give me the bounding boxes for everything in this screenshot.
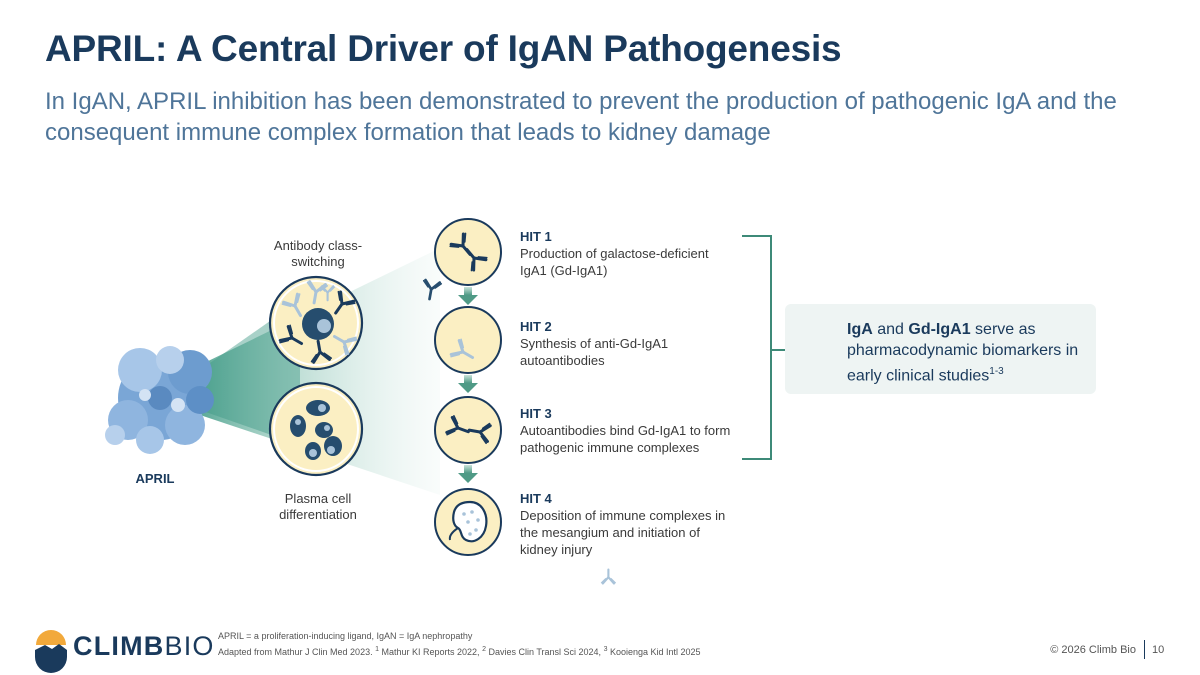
biomarker-iga: IgA <box>847 321 873 338</box>
hit1-description: Production of galactose-deficient IgA1 (… <box>520 246 709 278</box>
footnote: APRIL = a proliferation-inducing ligand,… <box>218 630 701 659</box>
ref1: Mathur KI Reports 2022, <box>379 647 480 657</box>
b-cell-icon <box>268 275 364 371</box>
kidney-icon <box>448 500 488 543</box>
hit2-title: HIT 2 <box>520 319 552 334</box>
hit1-circle <box>434 218 502 286</box>
hit4-text: HIT 4 Deposition of immune complexes in … <box>520 490 735 558</box>
signal-fan <box>200 248 440 495</box>
footnote-references: Adapted from Mathur J Clin Med 2023. 1 M… <box>218 643 701 659</box>
hit3-title: HIT 3 <box>520 406 552 421</box>
ref2: Davies Clin Transl Sci 2024, <box>485 647 602 657</box>
page-subtitle: In IgAN, APRIL inhibition has been demon… <box>45 88 1117 146</box>
biomarker-and: and <box>872 321 909 338</box>
ref2-sup: 2 <box>482 646 486 653</box>
ref-prefix: Adapted from Mathur J Clin Med 2023. <box>218 647 373 657</box>
biomarker-gdiga1: Gd-IgA1 <box>908 321 971 338</box>
hit3-circle <box>319 285 617 585</box>
class-switching-label: Antibody class-switching <box>273 238 363 269</box>
biomarker-text: IgA and Gd-IgA1 serve as pharmacodynamic… <box>847 319 1087 386</box>
hit4-circle <box>434 488 502 556</box>
ref3: Kooienga Kid Intl 2025 <box>607 647 701 657</box>
april-protein-icon <box>105 346 214 454</box>
hit1-title: HIT 1 <box>520 229 552 244</box>
biomarker-sup: 1-3 <box>989 366 1004 377</box>
ref3-sup: 3 <box>603 646 608 653</box>
logo-climb: CLIMB <box>73 631 165 661</box>
biomarker-rest: serve as pharmacodynamic biomarkers in e… <box>847 321 1079 385</box>
hit4-description: Deposition of immune complexes in the me… <box>520 508 726 557</box>
hit4-title: HIT 4 <box>520 491 552 506</box>
climbbio-logo: CLIMBBIO <box>35 628 215 664</box>
april-label: APRIL <box>135 471 175 486</box>
page-title: APRIL: A Central Driver of IgAN Pathogen… <box>45 28 842 69</box>
logo-wordmark: CLIMBBIO <box>73 631 215 662</box>
hit2-description: Synthesis of anti-Gd-IgA1 autoantibodies <box>520 336 669 368</box>
climbbio-logo-icon <box>35 630 67 673</box>
down-arrow-icon <box>458 287 478 305</box>
down-arrow-icon <box>458 375 478 393</box>
page-number: 10 <box>1152 644 1165 656</box>
ref1-sup: 1 <box>375 646 379 653</box>
logo-bio: BIO <box>164 631 215 661</box>
hit3-description: Autoantibodies bind Gd-IgA1 to form path… <box>520 423 731 455</box>
plasma-cells-icon <box>268 381 364 477</box>
footer-divider <box>1144 640 1145 659</box>
hit3-text: HIT 3 Autoantibodies bind Gd-IgA1 to for… <box>520 405 735 456</box>
plasma-label: Plasma cell differentiation <box>279 491 357 522</box>
biomarker-box: IgA and Gd-IgA1 serve as pharmacodynamic… <box>785 304 1096 394</box>
footnote-abbreviations: APRIL = a proliferation-inducing ligand,… <box>218 631 473 641</box>
hit2-text: HIT 2 Synthesis of anti-Gd-IgA1 autoanti… <box>520 318 735 369</box>
hit1-text: HIT 1 Production of galactose-deficient … <box>520 228 735 279</box>
copyright: © 2026 Climb Bio <box>1050 644 1136 656</box>
hit2-circle <box>419 278 502 374</box>
down-arrow-icon <box>458 465 478 483</box>
